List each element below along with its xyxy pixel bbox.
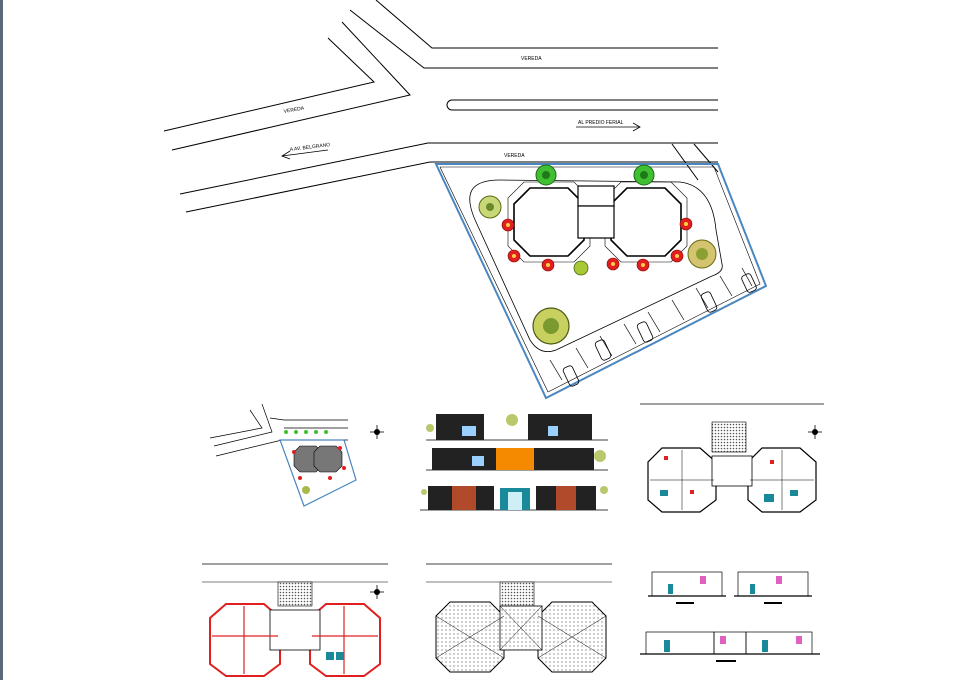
sheet-floor-plan bbox=[640, 403, 824, 513]
site-boundary bbox=[434, 163, 768, 400]
arrow-label-predio-ferial: AL PREDIO FERIAL bbox=[578, 120, 624, 126]
sheet-roof-plan bbox=[426, 563, 612, 673]
street-label-vereda-mid: VEREDA bbox=[504, 153, 525, 159]
sheet-site-thumbnail bbox=[209, 403, 384, 507]
street-label-vereda-left: VEREDA bbox=[283, 105, 305, 115]
tree-olive-icon bbox=[532, 307, 570, 345]
tree-red-icon bbox=[670, 249, 684, 263]
tree-green-icon bbox=[535, 164, 557, 186]
road-lines bbox=[163, 0, 719, 213]
arrow-label-belgrano: A AV. BELGRANO bbox=[290, 142, 331, 153]
tree-olive-icon bbox=[573, 260, 589, 276]
sheet-structural-plan bbox=[202, 563, 388, 677]
tree-olive-icon bbox=[478, 195, 502, 219]
landscape-trees bbox=[478, 164, 717, 345]
north-arrow-icon bbox=[808, 425, 822, 439]
tree-red-icon bbox=[636, 258, 650, 272]
site-plan: VEREDA VEREDA VEREDA AL PREDIO FERIAL A … bbox=[163, 0, 768, 400]
north-arrow-icon bbox=[370, 585, 384, 599]
tree-red-icon bbox=[541, 258, 555, 272]
tree-olive-icon bbox=[687, 239, 717, 269]
parked-cars bbox=[562, 273, 757, 387]
building-footprint bbox=[507, 181, 688, 263]
tree-red-icon bbox=[507, 249, 521, 263]
north-arrow-icon bbox=[370, 425, 384, 439]
tree-red-icon bbox=[606, 257, 620, 271]
parking-stalls bbox=[549, 267, 753, 381]
direction-arrow-right: AL PREDIO FERIAL bbox=[576, 120, 641, 132]
tree-red-icon bbox=[501, 218, 515, 232]
window-left-edge bbox=[0, 0, 3, 680]
tree-red-icon bbox=[679, 217, 693, 231]
street-label-vereda-top: VEREDA bbox=[521, 56, 542, 62]
sheet-elevations bbox=[420, 414, 608, 511]
direction-arrow-left: A AV. BELGRANO bbox=[281, 142, 331, 160]
tree-green-icon bbox=[633, 164, 655, 186]
sheet-sections bbox=[640, 571, 820, 662]
